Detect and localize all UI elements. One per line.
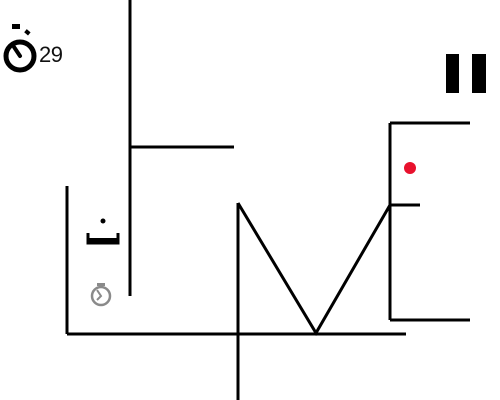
stopwatch-icon	[3, 24, 37, 73]
ball-cup-icon[interactable]	[86, 218, 120, 245]
pause-button[interactable]	[446, 54, 486, 93]
pause-bar-right	[472, 54, 486, 93]
timer-value: 29	[39, 42, 63, 67]
level-walls	[65, 0, 470, 400]
wall-v-shape	[236, 202, 392, 336]
red-ball	[404, 162, 416, 174]
pause-bar-left	[446, 54, 459, 93]
clock-hand-icon[interactable]	[90, 283, 112, 307]
